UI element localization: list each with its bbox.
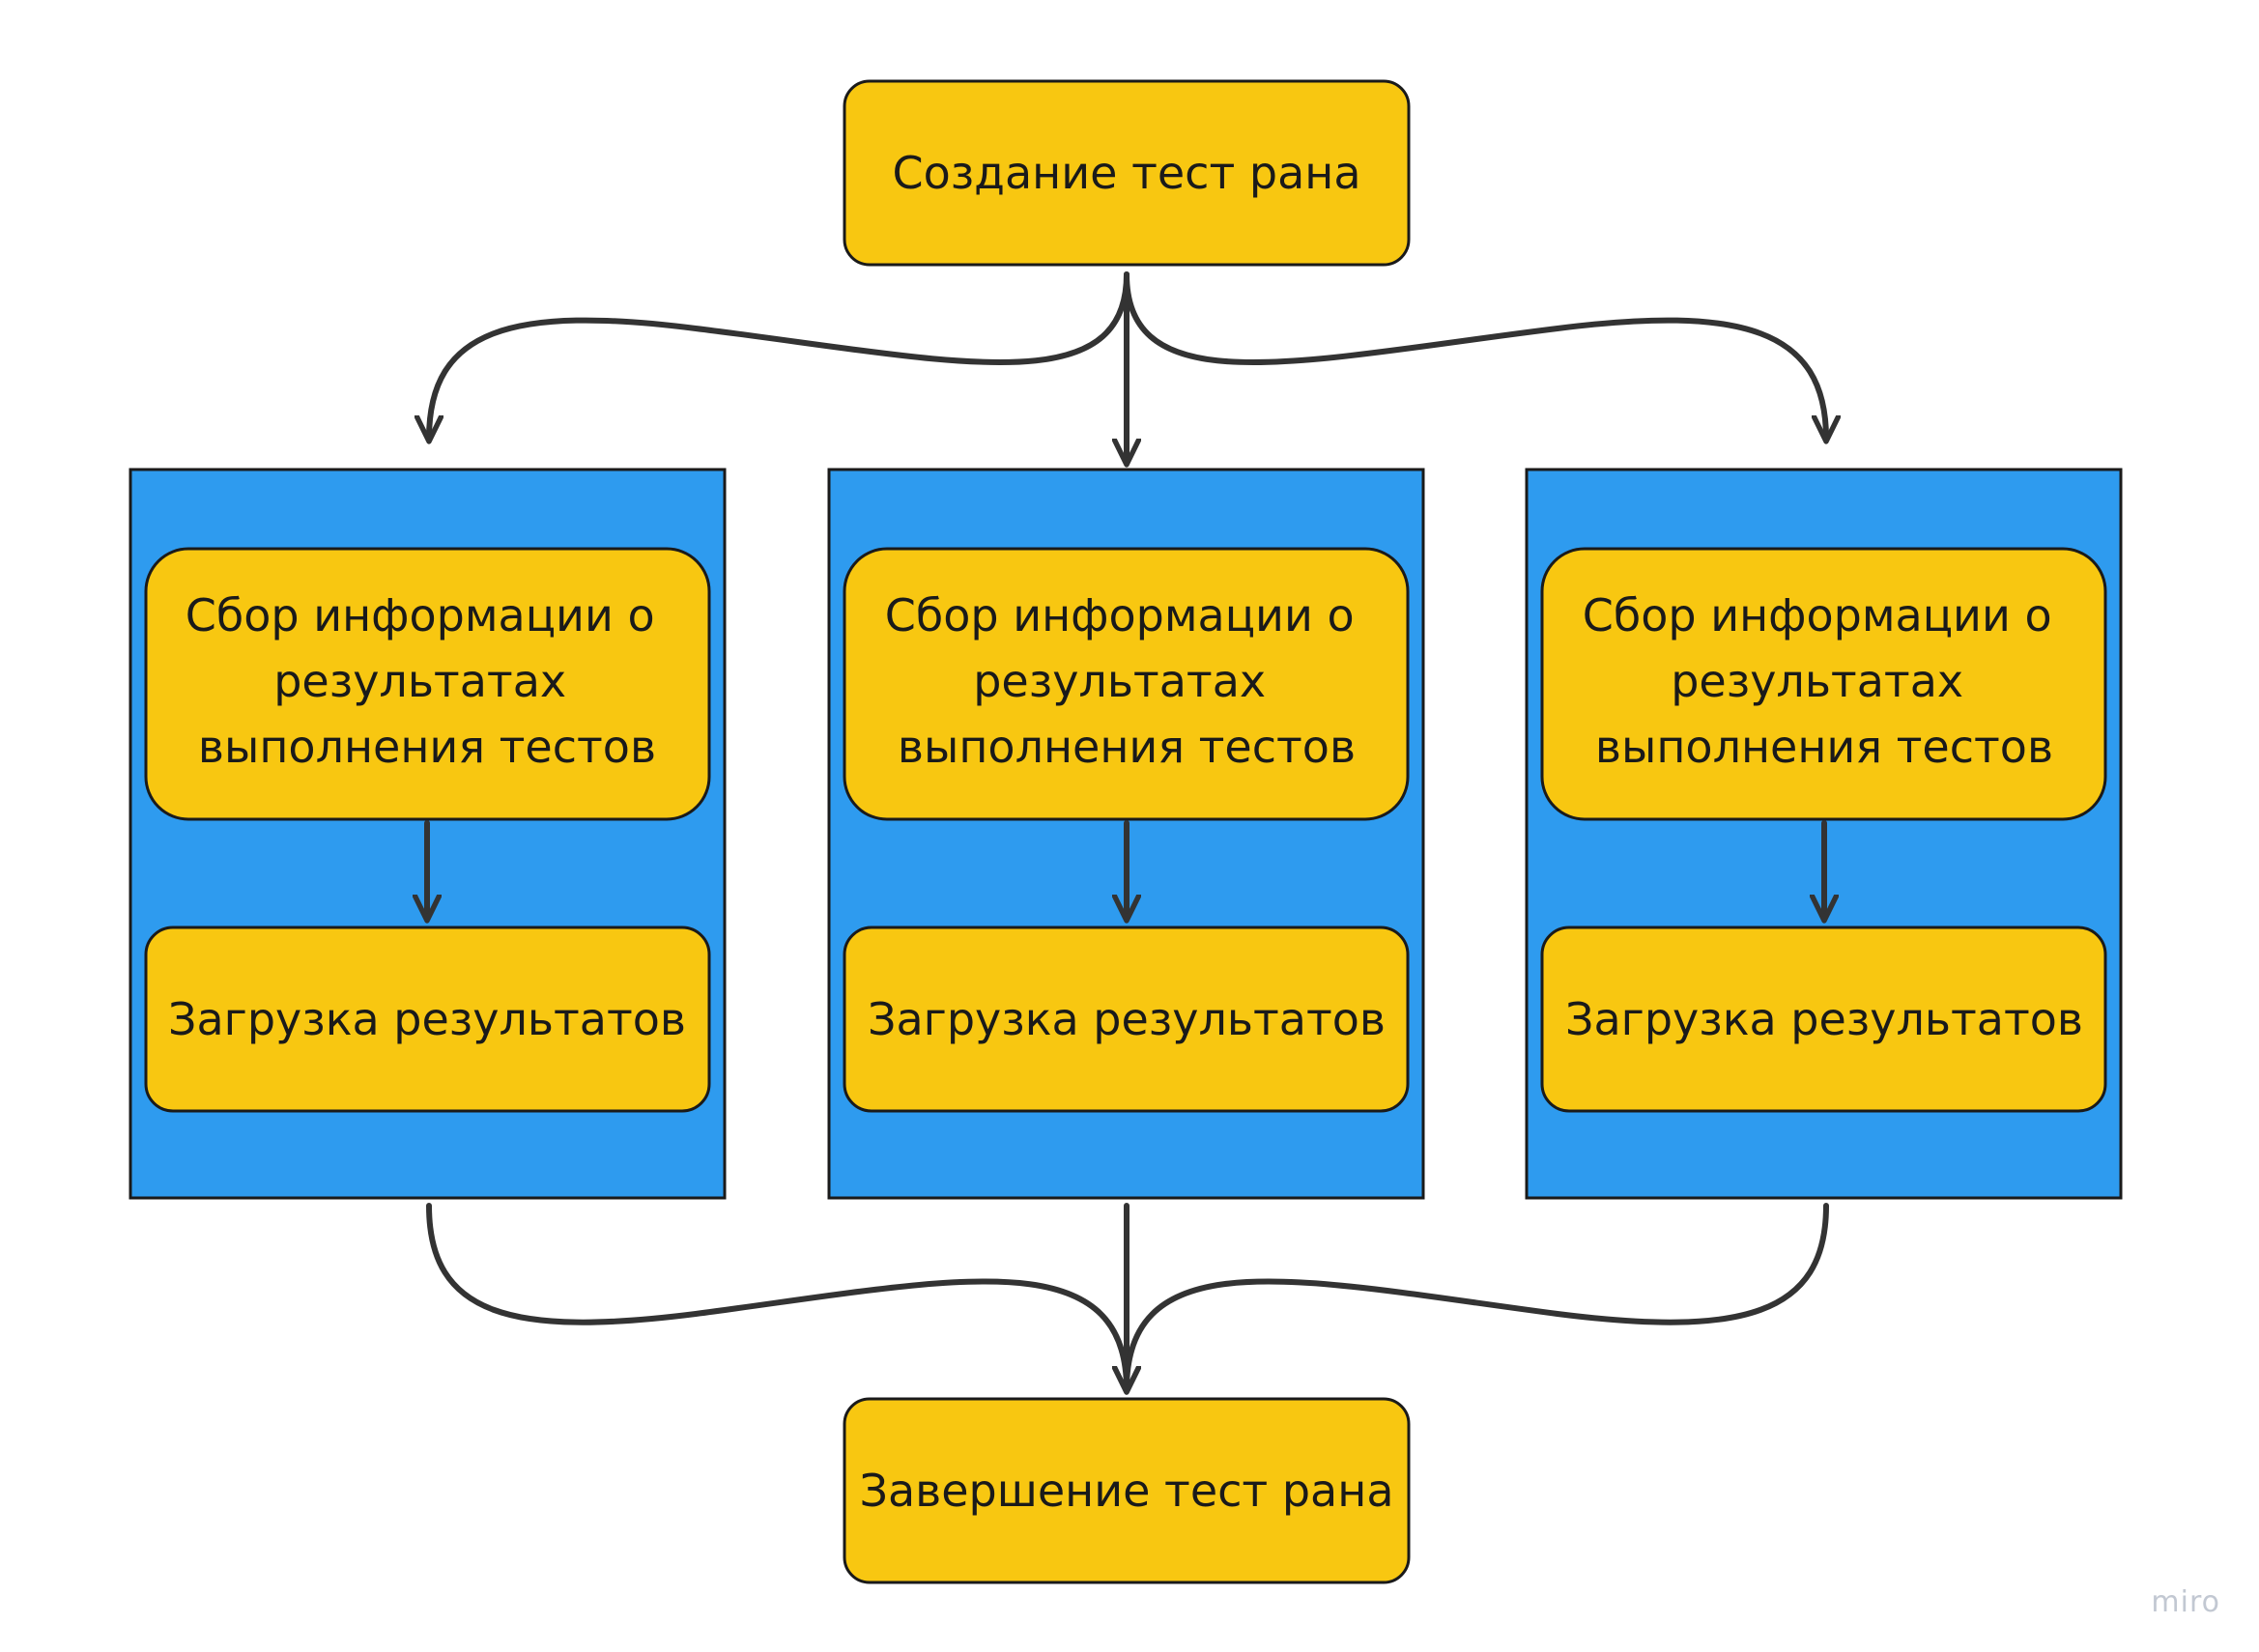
group-2-collect-label: Сбор информации о результатах выполнения… [885, 589, 1368, 773]
parallel-group-1: Сбор информации о результатах выполнения… [129, 468, 727, 1200]
group-3-collect-line-3: выполнения тестов [1595, 721, 2053, 773]
connector-group-1-to-end [426, 1203, 1127, 1389]
group-1-collect-line-1: Сбор информации о [186, 589, 655, 641]
group-3-collect-label: Сбор информации о результатах выполнения… [1583, 589, 2066, 773]
end-node-box [843, 1397, 1411, 1584]
group-2-collect-line-1: Сбор информации о [885, 589, 1355, 641]
parallel-group-2: Сбор информации о результатах выполнения… [827, 468, 1425, 1200]
start-node: Создание тест рана [843, 79, 1411, 267]
group-1-upload-box [144, 926, 711, 1113]
connector-start-to-group-3 [1124, 271, 1826, 439]
group-1-collect-box [144, 547, 711, 821]
group-2-collect-line-3: выполнения тестов [898, 721, 1356, 773]
group-2-upload-label: Загрузка результатов [868, 993, 1386, 1045]
group-1-collect-line-2: результатах [273, 655, 566, 707]
group-3-upload-box [1540, 926, 2107, 1113]
connectors-start-to-groups [429, 271, 1826, 462]
start-node-box [843, 79, 1411, 267]
group-3-collect-box [1540, 547, 2107, 821]
group-3-collect-line-1: Сбор информации о [1583, 589, 2052, 641]
group-2-upload-box [843, 926, 1410, 1113]
connector-group-3-to-end [1127, 1203, 1829, 1389]
start-node-label: Создание тест рана [892, 147, 1360, 199]
group-2-collect-line-2: результатах [973, 655, 1266, 707]
group-3-collect-line-2: результатах [1671, 655, 1963, 707]
end-node-label: Завершение тест рана [859, 1465, 1393, 1517]
group-2-collect-box [843, 547, 1410, 821]
connectors-groups-to-end [426, 1203, 1829, 1389]
group-1-collect-label: Сбор информации о результатах выполнения… [186, 589, 669, 773]
connector-start-to-group-1 [429, 271, 1130, 439]
group-1-collect-line-3: выполнения тестов [198, 721, 656, 773]
miro-watermark: miro [2151, 1585, 2220, 1619]
end-node: Завершение тест рана [843, 1397, 1411, 1584]
parallel-group-3: Сбор информации о результатах выполнения… [1525, 468, 2123, 1200]
group-3-upload-label: Загрузка результатов [1565, 993, 2083, 1045]
group-1-upload-label: Загрузка результатов [168, 993, 686, 1045]
